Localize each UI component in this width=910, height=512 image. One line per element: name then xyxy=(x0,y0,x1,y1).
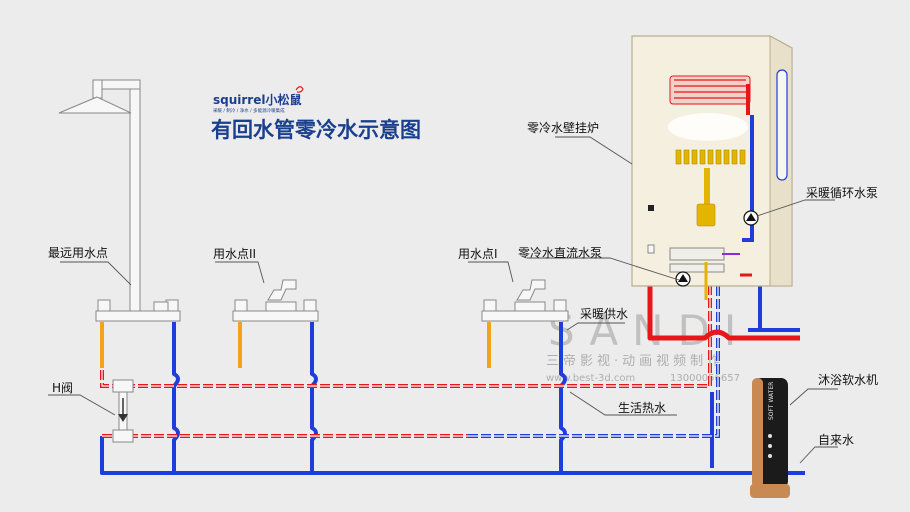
watermark-logo: SANDI xyxy=(548,306,750,355)
heating-circulation-pump-icon xyxy=(743,210,759,226)
diagram-title: 有回水管零冷水示意图 xyxy=(211,118,421,142)
h-valve xyxy=(112,379,134,443)
return-pipe xyxy=(468,262,720,438)
warm-risers xyxy=(100,322,491,368)
label-domestic-hot-water: 生活热水 xyxy=(618,401,666,415)
domestic-hot-water-pipes xyxy=(100,262,712,438)
label-point-1: 用水点I xyxy=(458,247,498,261)
watermark: SANDI 三帝影视·动画视频制作 www.best-3d.com 130000… xyxy=(546,306,750,384)
watermark-url: www.best-3d.com xyxy=(546,373,635,384)
water-softener: SOFT WATER xyxy=(750,378,790,498)
label-tap-water: 自来水 xyxy=(818,433,854,447)
label-farthest-point: 最远用水点 xyxy=(48,246,108,260)
label-heating-supply: 采暖供水 xyxy=(580,307,628,321)
wall-hung-boiler xyxy=(631,35,793,300)
squirrel-icon xyxy=(295,86,304,93)
label-point-2: 用水点II xyxy=(213,247,256,261)
brand-tagline: 采暖 / 制冷 / 净水 / 多能源冷暖集成 xyxy=(213,107,285,114)
brand-logo: squirrel小松鼠 采暖 / 制冷 / 净水 / 多能源冷暖集成 xyxy=(213,86,304,114)
callout-lines xyxy=(48,136,838,464)
softener-label: SOFT WATER xyxy=(768,382,775,420)
boiler-internal-pipes xyxy=(742,84,754,242)
brand-name: squirrel小松鼠 xyxy=(213,92,301,107)
label-direct-pump: 零冷水直流水泵 xyxy=(518,246,602,260)
label-boiler: 零冷水壁挂炉 xyxy=(527,120,599,135)
shower-head xyxy=(58,79,141,313)
label-h-valve: H阀 xyxy=(52,381,73,395)
label-softener: 沐浴软水机 xyxy=(818,373,878,387)
faucet-point-2 xyxy=(232,279,319,322)
direct-flow-pump-icon xyxy=(675,271,691,287)
watermark-company: 三帝影视·动画视频制作 xyxy=(546,353,724,369)
faucet-point-1 xyxy=(481,279,569,322)
label-heating-pump: 采暖循环水泵 xyxy=(806,186,878,200)
watermark-phone: 13000056657 xyxy=(670,373,740,384)
faucet-farthest xyxy=(95,299,181,322)
